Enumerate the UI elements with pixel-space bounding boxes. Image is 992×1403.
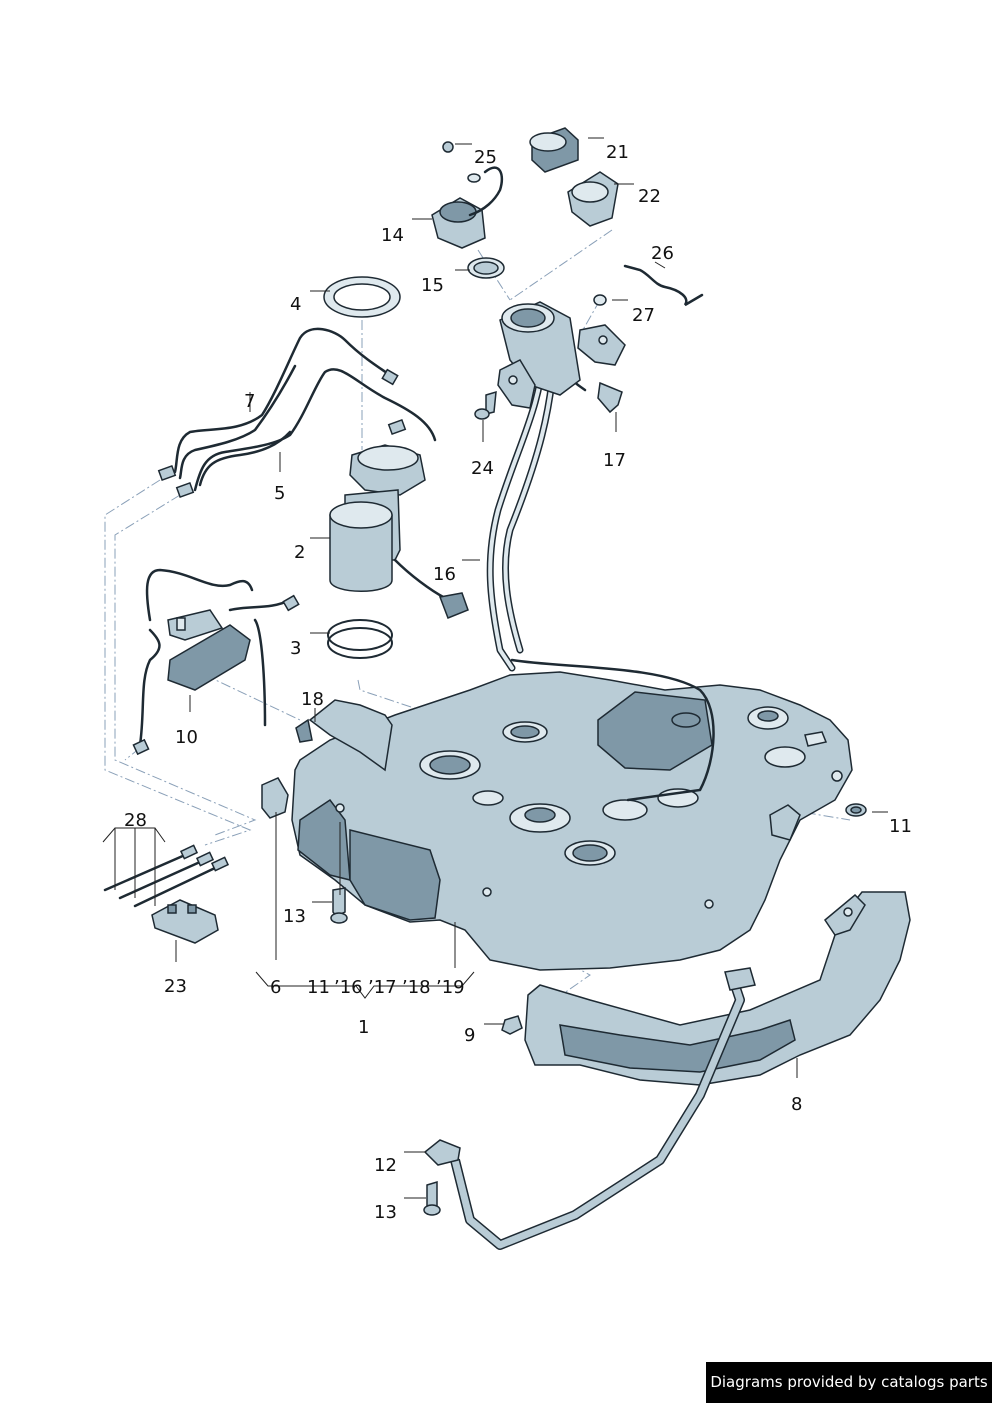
callout-16-list: ’16 [334, 977, 363, 998]
callout-22: 22 [638, 186, 661, 207]
callout-17-top: 17 [603, 450, 626, 471]
callout-1: 1 [358, 1017, 369, 1038]
callout-9: 9 [464, 1025, 475, 1046]
filler-cap-parts [431, 127, 619, 279]
callout-10: 10 [175, 727, 198, 748]
callout-11-right: 11 [889, 816, 912, 837]
callout-13-lower: 13 [374, 1202, 397, 1223]
callout-24: 24 [471, 458, 494, 479]
callout-28: 28 [124, 810, 147, 831]
credit-banner: Diagrams provided by catalogs parts [706, 1362, 992, 1403]
tank-straps [423, 891, 911, 1250]
callout-18-top: 18 [301, 689, 324, 710]
callout-26: 26 [651, 243, 674, 264]
callout-labels: 25 21 22 14 26 15 4 27 7 17 24 5 2 16 3 … [124, 142, 912, 1223]
callout-25: 25 [474, 147, 497, 168]
callout-16-top: 16 [433, 564, 456, 585]
leader-lines [102, 137, 888, 1199]
callout-5: 5 [274, 483, 285, 504]
heat-shield [261, 699, 393, 819]
callout-2: 2 [294, 542, 305, 563]
line-kit [103, 844, 230, 944]
callout-13-upper: 13 [283, 906, 306, 927]
callout-12: 12 [374, 1155, 397, 1176]
callout-21: 21 [606, 142, 629, 163]
fuel-lines [157, 327, 437, 499]
callout-17-list: ’17 [368, 977, 397, 998]
filler-neck-head [497, 301, 626, 414]
callout-18-list: ’18 [402, 977, 431, 998]
callout-14: 14 [381, 225, 404, 246]
fuel-pump [323, 276, 469, 659]
callout-27: 27 [632, 305, 655, 326]
fasteners [330, 390, 867, 1216]
callout-19-list: ’19 [436, 977, 465, 998]
callout-4: 4 [290, 294, 301, 315]
callout-7: 7 [244, 391, 255, 412]
breather-hose [593, 264, 704, 307]
callout-8: 8 [791, 1094, 802, 1115]
callout-11-list: 11 [307, 977, 330, 998]
callout-6: 6 [270, 977, 281, 998]
callout-3: 3 [290, 638, 301, 659]
callout-23: 23 [164, 976, 187, 997]
filter-assembly [132, 568, 300, 756]
callout-15: 15 [421, 275, 444, 296]
